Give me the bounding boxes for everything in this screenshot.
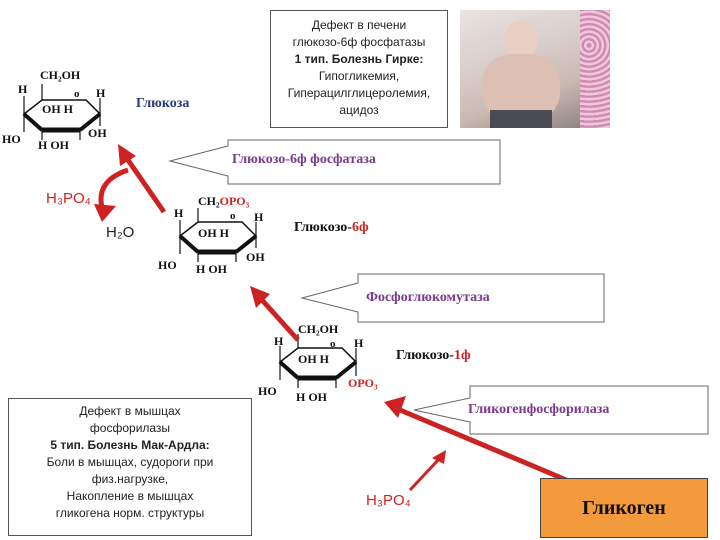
liver-symptom-2: Гиперацилглицеролемия, xyxy=(287,86,431,100)
g6p-name-prefix: Глюкозо- xyxy=(294,220,352,235)
g1p-ring xyxy=(278,334,358,388)
glucose-h-c4-top: H xyxy=(18,82,28,96)
arrow-phosphate-in xyxy=(408,450,446,492)
phosphate-released: H₃PO₄ xyxy=(46,190,91,207)
g1p-oh-h-inner: OH H xyxy=(298,352,330,366)
muscle-symptom-1: Боли в мышцах, судороги при xyxy=(46,455,214,469)
glucose-oh-h-inner: OH H xyxy=(42,102,74,116)
g1p-name-suffix: 1ф xyxy=(453,348,471,363)
g6p-h-c1-top: H xyxy=(254,210,264,224)
g6p-h-c4-top: H xyxy=(174,206,184,220)
arrow-phosphate-release xyxy=(94,167,129,222)
glucose-name: Глюкоза xyxy=(136,96,190,111)
g6p-ho-c4: HO xyxy=(158,258,177,272)
liver-disease-title: 1 тип. Болезнь Гирке: xyxy=(294,52,424,66)
glucose-oh-c1: OH xyxy=(88,126,107,140)
g6p-ring-oxygen: o xyxy=(230,210,236,222)
pgm-label: Фосфоглюкомутаза xyxy=(366,290,490,305)
g6p-oh-c1: OH xyxy=(246,250,265,264)
g6pase-label: Глюкозо-6ф фосфатаза xyxy=(232,152,376,167)
liver-defect-box: Дефект в печени глюкозо-6ф фосфатазы 1 т… xyxy=(270,10,448,128)
muscle-symptom-3: Накопление в мышцах xyxy=(66,489,194,503)
glycogen-box: Гликоген xyxy=(540,478,708,538)
water-label: H₂O xyxy=(106,224,135,241)
g1p-name-prefix: Глюкозо- xyxy=(396,348,454,363)
liver-defect-line1: Дефект в печени xyxy=(311,18,407,32)
glucose-h-c1-top: H xyxy=(96,86,106,100)
g1p-h-c1-top: H xyxy=(354,336,364,350)
muscle-symptom-2: физ.нагрузке, xyxy=(91,472,169,486)
glucose-ring xyxy=(22,84,102,140)
g6p-ring xyxy=(178,208,258,262)
muscle-symptom-4: гликогена норм. структуры xyxy=(55,506,205,520)
g6p-c6-phosphate: OPO₃ xyxy=(219,194,250,208)
g6p-oh-h-inner: OH H xyxy=(198,226,230,240)
arrow-g6p-to-glucose xyxy=(118,144,167,214)
liver-symptom-3: ацидоз xyxy=(339,103,379,117)
g1p-ho-c4: HO xyxy=(258,384,277,398)
liver-defect-line2: глюкозо-6ф фосфатазы xyxy=(292,35,426,49)
muscle-defect-line2: фосфорилазы xyxy=(89,421,171,435)
muscle-defect-box: Дефект в мышцах фосфорилазы 5 тип. Болез… xyxy=(8,398,252,536)
g1p-h-c4-top: H xyxy=(274,334,284,348)
g1p-h-oh-bottom: H OH xyxy=(296,390,328,404)
pgm-pointer xyxy=(300,273,605,323)
arrow-g1p-to-g6p xyxy=(250,286,300,342)
g6p-name-suffix: 6ф xyxy=(351,220,369,235)
g6p-h-oh-bottom: H OH xyxy=(196,262,228,276)
g6p-c6-prefix: CH₂ xyxy=(198,194,220,208)
g1p-c6-label: CH₂OH xyxy=(298,322,339,336)
glucose-h-oh-bottom: H OH xyxy=(38,138,70,152)
muscle-defect-line1: Дефект в мышцах xyxy=(79,404,181,418)
glucose-c6-label: CH₂OH xyxy=(40,68,81,82)
micrograph-image xyxy=(580,10,610,128)
glycogen-label: Гликоген xyxy=(582,496,666,519)
glucose-ho-c4: HO xyxy=(2,132,21,146)
g1p-ring-oxygen: o xyxy=(330,338,336,350)
glucose-ring-oxygen: o xyxy=(74,88,80,100)
patient-photo xyxy=(460,10,580,128)
phosphorylase-pointer xyxy=(413,385,709,435)
g6pase-pointer xyxy=(168,139,501,185)
g1p-c1-phosphate: OPO₃ xyxy=(348,376,378,390)
muscle-disease-title: 5 тип. Болезнь Мак-Ардла: xyxy=(50,438,210,452)
liver-symptom-1: Гипогликемия, xyxy=(318,69,400,83)
phosphorylase-label: Гликогенфосфорилаза xyxy=(468,402,610,417)
phosphate-consumed: H₃PO₄ xyxy=(366,492,411,509)
